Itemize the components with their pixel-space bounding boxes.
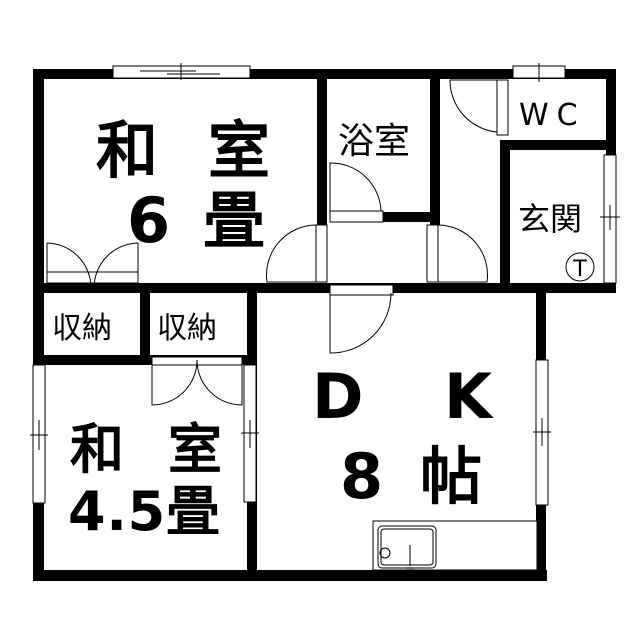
room-label-wc: WC xyxy=(519,98,586,133)
room-label-dk: D K xyxy=(312,360,494,433)
room-size-washitsu6-unit: 畳 xyxy=(203,184,265,257)
room-label-bath: 浴室 xyxy=(338,121,410,162)
room-label-entrance: 玄関 xyxy=(518,200,582,238)
windows xyxy=(30,63,620,506)
room-size-washitsu6-num: 6 xyxy=(127,184,170,257)
doors xyxy=(46,79,509,406)
phone-terminal-label: T xyxy=(572,257,587,282)
room-size-dk-unit: 帖 xyxy=(420,440,482,513)
kitchen-counter xyxy=(372,520,538,571)
room-label-closet1: 収納 xyxy=(52,311,112,346)
room-label-closet2: 収納 xyxy=(157,311,217,346)
room-label-washitsu6: 和 室 xyxy=(96,114,270,187)
room-label-washitsu45: 和 室 xyxy=(70,418,222,481)
room-size-washitsu45: 4.5畳 xyxy=(68,480,220,543)
phone-terminal-symbol xyxy=(565,252,595,282)
room-size-dk-num: 8 xyxy=(340,440,383,513)
